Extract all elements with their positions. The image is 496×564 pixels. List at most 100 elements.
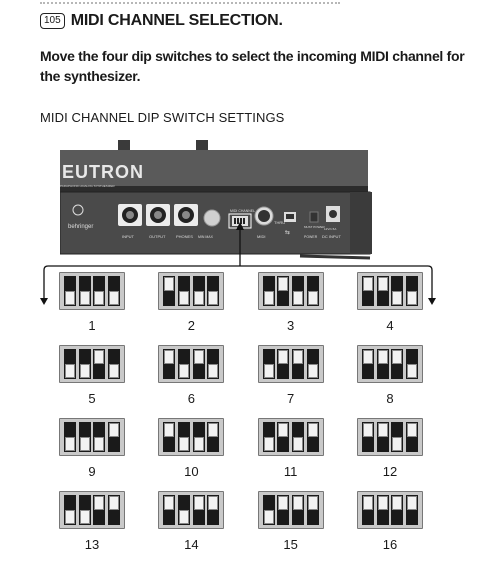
dip-knob-up — [278, 423, 289, 437]
switch-setting-7: 7 — [255, 345, 327, 418]
svg-text:THRU: THRU — [274, 220, 285, 225]
dip-knob-up — [362, 423, 373, 437]
dip-knob-up — [164, 350, 175, 364]
dip-slot-1 — [361, 495, 374, 525]
dip-knob-down — [263, 364, 274, 378]
callout-bracket — [40, 222, 436, 305]
channel-number: 2 — [187, 318, 195, 333]
dip-knob-up — [164, 277, 175, 291]
dip-knob-up — [193, 350, 204, 364]
maker-name: behringer — [68, 224, 93, 230]
dip-knob-up — [164, 496, 175, 510]
dip-slot-2 — [376, 276, 389, 306]
dip-knob-up — [164, 423, 175, 437]
top-knob-right — [196, 140, 208, 150]
brand-subtitle: PARAPHONIC ANALOG SYNTHESIZER — [60, 184, 115, 188]
dip-knob-down — [178, 291, 189, 305]
dip-knob-down — [392, 291, 403, 305]
dip-knob-down — [94, 291, 105, 305]
dip-slot-1 — [163, 495, 176, 525]
midi-label: MIDI — [257, 234, 265, 239]
dip-slot-3 — [391, 276, 404, 306]
volume-knob — [203, 209, 221, 227]
dip-switch-illustration — [158, 272, 225, 310]
dip-slot-2 — [277, 349, 290, 379]
dip-label: MIDI CHANNEL — [230, 209, 255, 213]
brand-logo: NEUTRON — [60, 162, 144, 182]
dip-slot-2 — [177, 349, 190, 379]
dip-knob-down — [178, 364, 189, 378]
input-jack: INPUT — [118, 204, 142, 239]
switch-setting-3: 3 — [255, 272, 327, 345]
dip-slot-1 — [262, 422, 275, 452]
dip-knob-down — [178, 437, 189, 451]
channel-number: 13 — [84, 537, 100, 552]
dip-knob-down — [65, 364, 75, 378]
dip-knob-up — [94, 496, 105, 510]
dip-knob-down — [108, 364, 119, 378]
dip-slot-4 — [207, 495, 220, 525]
dip-slot-1 — [163, 422, 176, 452]
dip-knob-up — [307, 423, 318, 437]
dip-slot-2 — [78, 276, 91, 306]
behringer-logo-icon — [72, 204, 84, 216]
dip-knob-up — [392, 350, 403, 364]
dip-slot-4 — [405, 495, 418, 525]
dip-slot-2 — [277, 495, 290, 525]
dip-knob-down — [65, 510, 75, 524]
dip-slot-2 — [177, 276, 190, 306]
dip-knob-up — [278, 496, 289, 510]
device-top-face — [60, 150, 368, 190]
dip-slot-3 — [192, 276, 205, 306]
top-knob-left — [118, 140, 130, 150]
dip-switch-illustration — [59, 272, 125, 310]
dip-knob-up — [377, 277, 388, 291]
switch-setting-15: 15 — [255, 491, 327, 564]
channel-number: 15 — [283, 537, 298, 552]
dip-knob-up — [377, 350, 388, 364]
output-jack: OUTPUT — [146, 204, 170, 239]
dip-knob-up — [193, 496, 204, 510]
dip-switch-illustration — [158, 491, 225, 529]
channel-number: 16 — [382, 537, 398, 552]
dip-slot-3 — [192, 495, 205, 525]
dip-knob-down — [193, 291, 204, 305]
channel-number: 12 — [382, 464, 398, 479]
dip-knob-down — [94, 437, 105, 451]
arrow-down-right-icon — [428, 298, 436, 305]
svg-text:OUTPUT: OUTPUT — [149, 234, 166, 239]
channel-number: 11 — [283, 464, 298, 479]
dip-slot-2 — [277, 276, 290, 306]
power-label: POWER — [304, 235, 318, 239]
dip-switch-illustration — [356, 345, 423, 383]
dip-slot-3 — [291, 276, 304, 306]
knob-scale-label: MIN MAX — [198, 235, 214, 239]
dip-knob-down — [208, 364, 219, 378]
dip-slot-1 — [163, 276, 176, 306]
dip-knob-up — [362, 496, 373, 510]
dip-knob-down — [263, 437, 274, 451]
dip-switch-illustration — [356, 491, 423, 529]
dip-knob-up — [406, 423, 417, 437]
dip-knob-down — [406, 364, 417, 378]
dip-slot-4 — [306, 276, 319, 306]
dip-knob-down — [208, 291, 219, 305]
dip-slot-4 — [107, 349, 120, 379]
dc-input-sub: 12V/1.5A — [324, 227, 336, 231]
dip-knob-up — [108, 423, 119, 437]
dip-slot-3 — [391, 422, 404, 452]
dip-knob-down — [65, 291, 75, 305]
dip-slot-3 — [291, 349, 304, 379]
dip-knob-up — [278, 350, 289, 364]
arrow-down-left-icon — [40, 298, 48, 305]
dip-knob-up — [108, 496, 119, 510]
channel-number: 3 — [287, 318, 295, 333]
dip-slot-3 — [192, 422, 205, 452]
dip-knob-down — [79, 291, 90, 305]
switch-setting-10: 10 — [155, 418, 227, 491]
switch-setting-9: 9 — [56, 418, 128, 491]
dip-switch-illustration — [158, 418, 225, 456]
dip-switch-illustration — [59, 345, 125, 383]
